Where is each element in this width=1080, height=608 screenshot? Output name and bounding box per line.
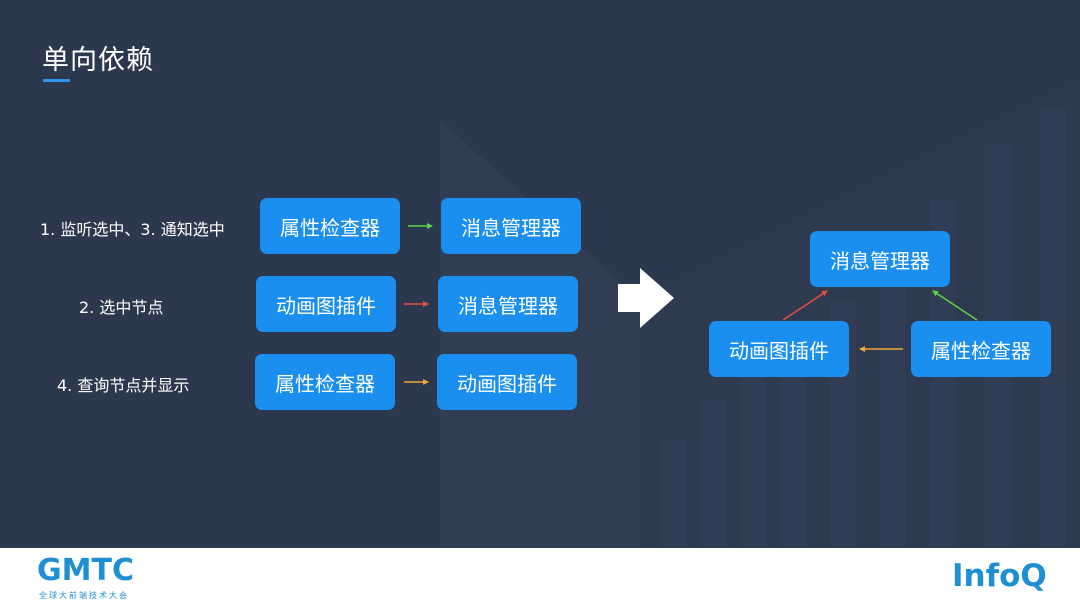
arrows-layer xyxy=(404,223,978,385)
slide-title: 单向依赖 xyxy=(42,45,154,76)
title-underline xyxy=(43,79,70,82)
footer: GMTC 全球大前端技术大会 InfoQ xyxy=(0,548,1080,608)
graph-arrow-left-to-top xyxy=(782,290,828,321)
row-label-3: 4. 查询节点并显示 xyxy=(57,376,190,395)
background-decoration xyxy=(0,0,1080,548)
graph-bottom-left-box: 动画图插件 xyxy=(709,321,849,377)
graph-bottom-right-box: 属性检查器 xyxy=(911,321,1051,377)
row3-target-box: 动画图插件 xyxy=(437,354,577,410)
transform-arrow-icon xyxy=(618,268,674,328)
row1-target-box: 消息管理器 xyxy=(441,198,581,254)
graph-arrow-right-to-top xyxy=(932,290,978,321)
row-label-2: 2. 选中节点 xyxy=(79,298,164,317)
gmtc-logo-text: GMTC xyxy=(37,553,134,588)
infoq-logo: InfoQ xyxy=(952,558,1047,594)
row1-source-box: 属性检查器 xyxy=(260,198,400,254)
row2-target-box: 消息管理器 xyxy=(438,276,578,332)
row3-source-box: 属性检查器 xyxy=(255,354,395,410)
slide: 单向依赖 1. 监听选中、3. 通知选中 2. 选中节点 4. 查询节点并显示 … xyxy=(0,0,1080,548)
graph-top-box: 消息管理器 xyxy=(810,231,950,287)
gmtc-logo: GMTC 全球大前端技术大会 xyxy=(37,553,134,601)
row-label-1: 1. 监听选中、3. 通知选中 xyxy=(40,220,225,239)
gmtc-logo-subtitle: 全球大前端技术大会 xyxy=(39,591,129,600)
row2-source-box: 动画图插件 xyxy=(256,276,396,332)
